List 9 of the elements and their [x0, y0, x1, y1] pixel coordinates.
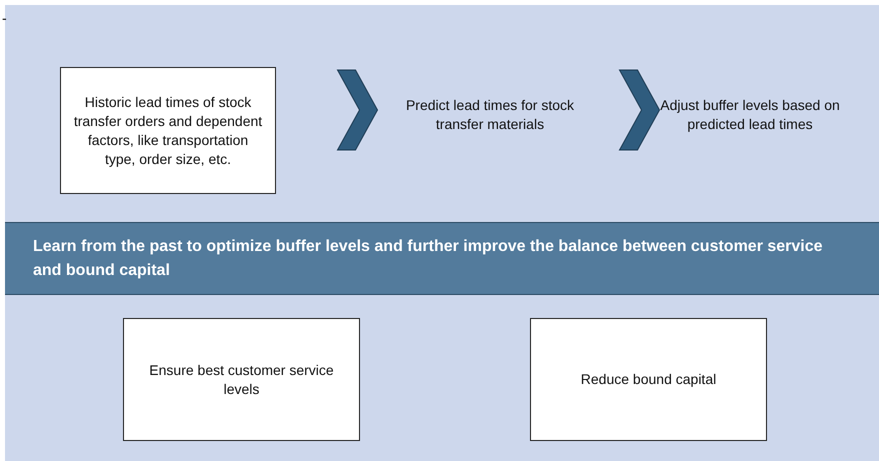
chevron-arrow [618, 70, 660, 150]
goal-box: Ensure best customer service levels [123, 318, 360, 441]
dash-mark: - [2, 10, 7, 26]
process-step-text: Predict lead times for stock transfer materials [395, 80, 585, 150]
input-box: Historic lead times of stock transfer orders and dependent factors, like transportation type, order size, etc. [60, 67, 276, 194]
process-step-text: Adjust buffer levels based on predicted lead times [650, 80, 850, 150]
summary-banner: Learn from the past to optimize buffer levels and further improve the balance between customer service and bound capital [5, 222, 879, 295]
chevron-arrow [336, 70, 378, 150]
goal-box: Reduce bound capital [530, 318, 767, 441]
